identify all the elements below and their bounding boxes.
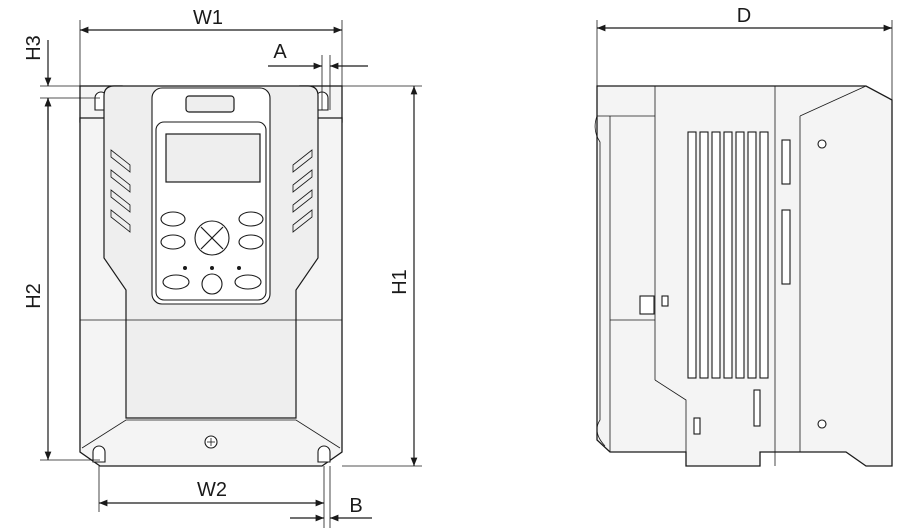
front-dimensions: W1 A H3 H2 H1 W2 B — [23, 7, 422, 528]
side-slot-middle — [781, 209, 791, 285]
side-screw-top-icon — [817, 139, 827, 149]
side-screw-bottom-icon — [817, 419, 827, 429]
keypad-latch — [185, 95, 235, 113]
key-run — [201, 273, 223, 295]
lower-bevel — [81, 419, 341, 449]
side-view — [594, 85, 893, 467]
key-top-right — [238, 211, 264, 227]
w1-label: W1 — [193, 7, 223, 29]
lcd-display — [165, 133, 261, 183]
side-slot-lower — [753, 389, 761, 427]
front-view — [79, 85, 343, 467]
a-label: A — [273, 41, 287, 63]
side-latch — [693, 417, 701, 435]
key-mid-left — [160, 234, 186, 250]
key-bottom-right — [234, 274, 262, 290]
h2-label: H2 — [23, 283, 45, 309]
d-label: D — [737, 5, 751, 27]
right-vent-slots — [292, 149, 313, 233]
key-top-left — [160, 211, 186, 227]
left-vent-slots — [110, 149, 131, 233]
side-indicator — [661, 295, 669, 307]
h3-label: H3 — [23, 35, 45, 61]
side-vent-fins — [687, 131, 769, 379]
h1-label: H1 — [389, 269, 411, 295]
key-mid-right — [238, 234, 264, 250]
b-label: B — [349, 495, 362, 517]
side-connector — [639, 295, 655, 315]
d-dimension: D — [596, 5, 893, 100]
side-slot-upper — [781, 139, 791, 185]
key-bottom-left — [162, 274, 190, 290]
w2-label: W2 — [197, 479, 227, 501]
bottom-left-mounting-hole-icon — [92, 445, 106, 463]
bottom-right-mounting-hole-icon — [317, 445, 331, 463]
